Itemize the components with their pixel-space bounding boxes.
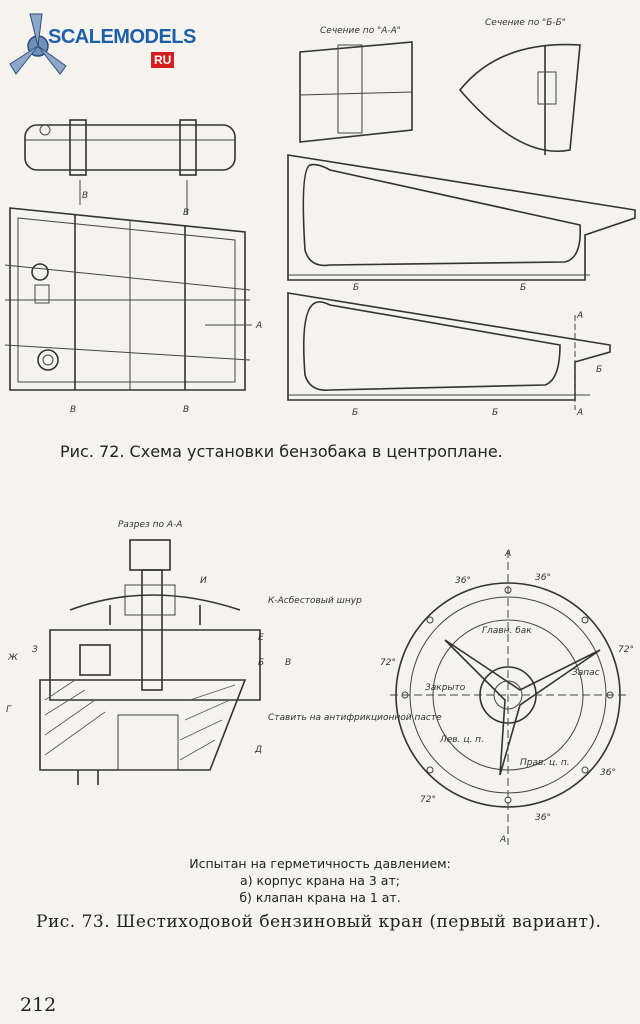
fuel-tank-side-view bbox=[24, 119, 236, 215]
callout-e: Е bbox=[258, 633, 264, 643]
wing-section-lower bbox=[287, 292, 611, 410]
valve-section-label: Разрез по А-А bbox=[118, 520, 182, 530]
label-v-3: В bbox=[70, 405, 76, 415]
dial-angle-36-bottom: 36° bbox=[535, 813, 551, 823]
wing-section-upper bbox=[287, 154, 636, 281]
dial-sector-reserve: Запас bbox=[572, 668, 600, 678]
dial-angle-72-bl: 72° bbox=[420, 795, 436, 805]
callout-b: Б bbox=[258, 658, 264, 668]
callout-zh: Ж bbox=[7, 653, 18, 663]
dial-sector-closed: Закрыто bbox=[425, 683, 466, 693]
label-v-1: В bbox=[82, 191, 88, 201]
callout-d: Д bbox=[254, 745, 262, 755]
dial-sector-left: Лев. ц. п. bbox=[439, 735, 484, 745]
dial-angle-36-br: 36° bbox=[600, 768, 616, 778]
test-note-b: б) клапан крана на 1 ат. bbox=[239, 890, 401, 905]
section-bb-drawing bbox=[458, 43, 581, 155]
label-a-plan: А bbox=[255, 321, 262, 331]
label-b-4: Б bbox=[492, 408, 498, 418]
fig73-caption: Рис. 73. Шестиходовой бензиновый кран (п… bbox=[36, 912, 602, 932]
dial-angle-36-right: 36° bbox=[535, 573, 551, 583]
dial-angle-72-left: 72° bbox=[380, 658, 396, 668]
test-note-a: а) корпус крана на 3 ат; bbox=[240, 873, 400, 888]
section-bb-label: Сечение по "Б-Б" bbox=[485, 18, 566, 28]
propeller-icon bbox=[9, 13, 67, 75]
fig72-drawing: В В В В А Сечение по "А-А" Сечение по "Б… bbox=[4, 18, 636, 418]
label-a-2: А bbox=[576, 408, 583, 418]
label-b-5: Б bbox=[596, 365, 602, 375]
label-v-4: В bbox=[183, 405, 189, 415]
dial-sector-main-tank: Главн. бак bbox=[482, 626, 532, 636]
test-note-title: Испытан на герметичность давлением: bbox=[189, 856, 451, 871]
site-logo: SCALEMODELS RU bbox=[8, 8, 196, 78]
label-v-2: В bbox=[183, 208, 189, 218]
dial-angle-72-right: 72° bbox=[618, 645, 634, 655]
section-aa-label: Сечение по "А-А" bbox=[320, 26, 401, 36]
tank-plan-view bbox=[4, 207, 252, 391]
dial-sector-right: Прав. ц. п. bbox=[520, 758, 570, 768]
fig72-caption: Рис. 72. Схема установки бензобака в цен… bbox=[60, 442, 503, 461]
label-b-2: Б bbox=[520, 283, 526, 293]
section-aa-drawing bbox=[299, 41, 413, 143]
dial-label-a-top: А bbox=[504, 549, 511, 559]
callout-v: В bbox=[285, 658, 291, 668]
callout-g: Г bbox=[6, 705, 12, 715]
callout-paste: Ставить на антифрикционной пасте bbox=[268, 713, 442, 723]
label-a-1: А bbox=[576, 311, 583, 321]
label-b-1: Б bbox=[353, 283, 359, 293]
valve-cross-section bbox=[39, 539, 261, 785]
valve-dial-plan bbox=[390, 550, 630, 845]
logo-suffix: RU bbox=[151, 52, 175, 68]
callout-k: К-Асбестовый шнур bbox=[268, 596, 362, 606]
page-number: 212 bbox=[20, 994, 57, 1016]
logo-text: SCALEMODELS bbox=[48, 26, 196, 48]
callout-i: И bbox=[200, 576, 207, 586]
label-b-3: Б bbox=[352, 408, 358, 418]
callout-z: З bbox=[32, 645, 38, 655]
dial-angle-36-left: 36° bbox=[455, 576, 471, 586]
dial-label-a-bottom: А bbox=[499, 835, 506, 845]
